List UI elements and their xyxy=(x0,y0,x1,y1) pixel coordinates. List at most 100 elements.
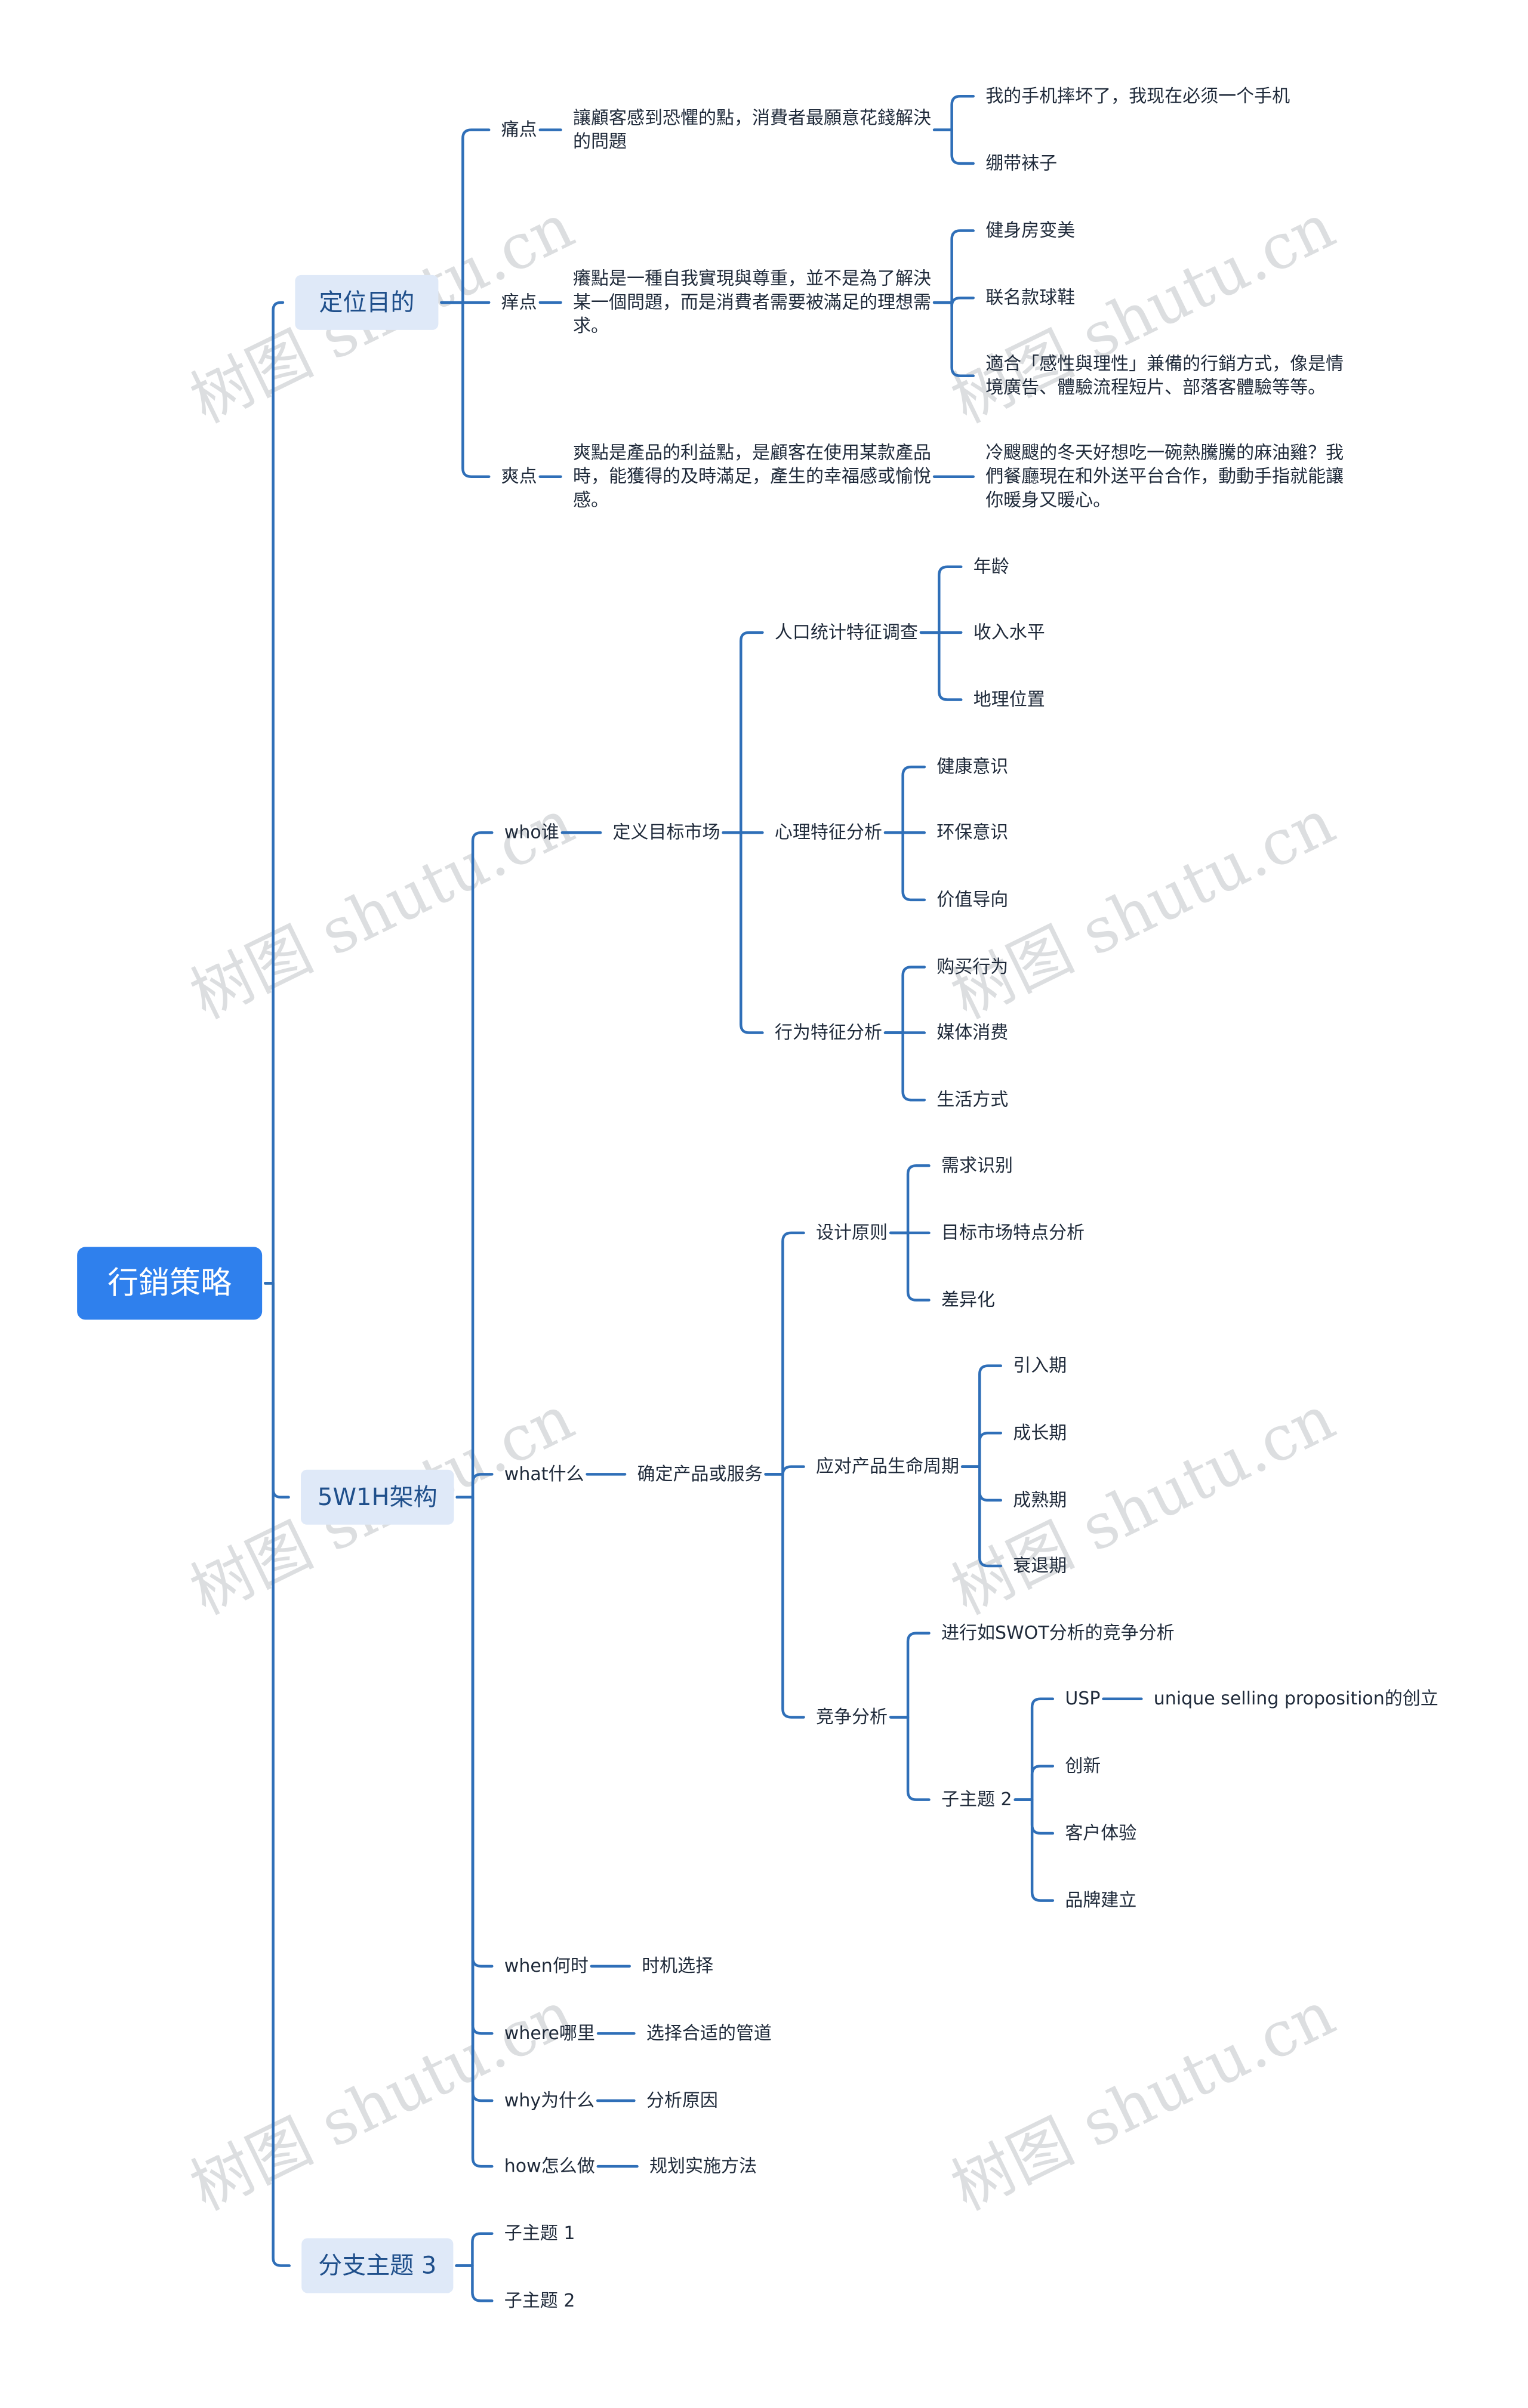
sub-topic[interactable]: 目标市场特点分析 xyxy=(941,1222,1085,1243)
topic-label: 品牌建立 xyxy=(1065,1890,1136,1911)
sub-topic[interactable]: 地理位置 xyxy=(974,689,1045,710)
topic-label: what什么 xyxy=(504,1464,584,1485)
sub-topic[interactable]: 需求识别 xyxy=(941,1155,1013,1176)
watermark-text: 树图 shutu.cn xyxy=(941,1381,1346,1629)
main-topic-box xyxy=(295,275,439,330)
topic-label: 选择合适的管道 xyxy=(646,2023,772,2044)
sub-topic[interactable]: 创新 xyxy=(1065,1756,1101,1777)
sub-topic[interactable]: 痛点 xyxy=(501,119,537,140)
topic-label: 冷颼颼的冬天好想吃一碗熱騰騰的麻油雞？我們餐廳現在和外送平台合作，動動手指就能讓… xyxy=(985,443,1344,511)
sub-topic[interactable]: 子主题 1 xyxy=(504,2223,575,2244)
sub-topic[interactable]: 人口统计特征调查 xyxy=(775,622,918,643)
sub-topic[interactable]: 环保意识 xyxy=(936,822,1008,843)
sub-topic[interactable]: 绷带袜子 xyxy=(985,153,1057,174)
topic-label: 爽点 xyxy=(501,466,537,487)
topic-label: 绷带袜子 xyxy=(985,153,1057,174)
topic-label: 子主题 1 xyxy=(504,2223,575,2244)
sub-topic[interactable]: 痒点 xyxy=(501,292,537,313)
sub-topic[interactable]: 购买行为 xyxy=(936,957,1008,978)
topic-label: 成熟期 xyxy=(1013,1490,1067,1510)
sub-topic[interactable]: 规划实施方法 xyxy=(649,2156,757,2177)
main-topic[interactable]: 定位目的 xyxy=(295,275,439,330)
sub-topic[interactable]: 癢點是一種自我實現與尊重，並不是為了解決某一個問題，而是消費者需要被滿足的理想需… xyxy=(573,269,931,337)
topic-label: 子主题 2 xyxy=(941,1789,1012,1810)
sub-topic[interactable]: 爽点 xyxy=(501,466,537,487)
sub-topic[interactable]: 成长期 xyxy=(1013,1423,1067,1444)
sub-topic[interactable]: 健身房变美 xyxy=(985,220,1075,241)
sub-topic[interactable]: 差异化 xyxy=(941,1290,995,1311)
topic-label: 定位目的 xyxy=(319,289,414,316)
sub-topic[interactable]: 年龄 xyxy=(974,556,1009,577)
sub-topic[interactable]: 定义目标市场 xyxy=(613,822,720,843)
topic-label: 健身房变美 xyxy=(985,220,1075,241)
sub-topic[interactable]: 竞争分析 xyxy=(816,1707,888,1728)
sub-topic[interactable]: 生活方式 xyxy=(936,1090,1008,1111)
topic-label: 人口统计特征调查 xyxy=(775,622,918,643)
sub-topic[interactable]: 衰退期 xyxy=(1013,1556,1067,1577)
sub-topic[interactable]: where哪里 xyxy=(504,2023,595,2044)
topic-label: 分析原因 xyxy=(646,2091,718,2111)
sub-topic[interactable]: why为什么 xyxy=(504,2091,594,2111)
topic-label: 收入水平 xyxy=(974,622,1045,643)
topic-label: 客户体验 xyxy=(1065,1823,1136,1844)
sub-topic[interactable]: 选择合适的管道 xyxy=(646,2023,772,2044)
sub-topic[interactable]: 心理特征分析 xyxy=(775,822,882,843)
topic-label: 行为特征分析 xyxy=(775,1022,882,1043)
topic-label: 差异化 xyxy=(941,1290,995,1311)
sub-topic[interactable]: 客户体验 xyxy=(1065,1823,1136,1844)
topic-label: 联名款球鞋 xyxy=(985,288,1075,309)
sub-topic[interactable]: 子主题 2 xyxy=(504,2290,575,2311)
topic-label: 媒体消费 xyxy=(936,1022,1008,1043)
sub-topic[interactable]: 子主题 2 xyxy=(941,1789,1012,1810)
sub-topic[interactable]: 媒体消费 xyxy=(936,1022,1008,1043)
sub-topic[interactable]: how怎么做 xyxy=(504,2156,595,2177)
topic-label: when何时 xyxy=(504,1956,589,1977)
sub-topic[interactable]: 行为特征分析 xyxy=(775,1022,882,1043)
main-topic[interactable]: 分支主题 3 xyxy=(301,2238,454,2293)
sub-topic[interactable]: 确定产品或服务 xyxy=(637,1464,763,1485)
sub-topic[interactable]: USP xyxy=(1065,1688,1100,1709)
sub-topic[interactable]: 讓顧客感到恐懼的點，消費者最願意花錢解決的問題 xyxy=(573,107,931,152)
topic-label: where哪里 xyxy=(504,2023,595,2044)
topic-label: 设计原则 xyxy=(816,1222,888,1243)
sub-topic[interactable]: 成熟期 xyxy=(1013,1490,1067,1510)
sub-topic[interactable]: 健康意识 xyxy=(936,757,1008,778)
topic-label: 环保意识 xyxy=(936,822,1008,843)
topic-label: 健康意识 xyxy=(936,757,1008,778)
sub-topic[interactable]: 品牌建立 xyxy=(1065,1890,1136,1911)
topic-label: 子主题 2 xyxy=(504,2290,575,2311)
sub-topic[interactable]: 適合「感性與理性」兼備的行銷方式，像是情境廣告、體驗流程短片、部落客體驗等等。 xyxy=(985,353,1344,398)
topic-label: 分支主题 3 xyxy=(318,2252,436,2279)
sub-topic[interactable]: 冷颼颼的冬天好想吃一碗熱騰騰的麻油雞？我們餐廳現在和外送平台合作，動動手指就能讓… xyxy=(985,443,1344,511)
sub-topic[interactable]: 设计原则 xyxy=(816,1222,888,1243)
node-layer: 行銷策略 定位目的 痛点 讓顧客感到恐懼的點，消費者最願意花錢解決的問題 我的手机摔坏了… xyxy=(77,86,1438,2311)
topic-label: 定义目标市场 xyxy=(613,822,720,843)
sub-topic[interactable]: 应对产品生命周期 xyxy=(816,1456,959,1477)
sub-topic[interactable]: when何时 xyxy=(504,1956,589,1977)
topic-label: 痛点 xyxy=(501,119,537,140)
topic-label: 痒点 xyxy=(501,292,537,313)
sub-topic[interactable]: who谁 xyxy=(504,822,559,843)
sub-topic[interactable]: 爽點是產品的利益點，是顧客在使用某款產品時，能獲得的及時滿足，產生的幸福感或愉悅… xyxy=(573,443,931,511)
topic-label: 5W1H架构 xyxy=(318,1484,438,1511)
topic-label: 价值导向 xyxy=(936,889,1008,910)
sub-topic[interactable]: 我的手机摔坏了，我现在必须一个手机 xyxy=(985,86,1290,107)
sub-topic[interactable]: 引入期 xyxy=(1013,1355,1067,1376)
root-topic[interactable]: 行銷策略 xyxy=(77,1247,263,1320)
sub-topic[interactable]: what什么 xyxy=(504,1464,584,1485)
sub-topic[interactable]: 时机选择 xyxy=(642,1956,713,1977)
topic-label: 需求识别 xyxy=(941,1155,1013,1176)
topic-label: 目标市场特点分析 xyxy=(941,1222,1085,1243)
sub-topic[interactable]: 联名款球鞋 xyxy=(985,288,1075,309)
topic-label: 適合「感性與理性」兼備的行銷方式，像是情境廣告、體驗流程短片、部落客體驗等等。 xyxy=(985,353,1344,398)
topic-label: 心理特征分析 xyxy=(775,822,882,843)
sub-topic[interactable]: 分析原因 xyxy=(646,2091,718,2111)
topic-label: USP xyxy=(1065,1688,1100,1709)
sub-topic[interactable]: 进行如SWOT分析的竞争分析 xyxy=(941,1623,1175,1644)
topic-label: 行銷策略 xyxy=(107,1265,232,1301)
sub-topic[interactable]: 收入水平 xyxy=(974,622,1045,643)
main-topic[interactable]: 5W1H架构 xyxy=(301,1469,454,1525)
sub-topic[interactable]: unique selling proposition的创立 xyxy=(1154,1688,1438,1709)
sub-topic[interactable]: 价值导向 xyxy=(936,889,1008,910)
